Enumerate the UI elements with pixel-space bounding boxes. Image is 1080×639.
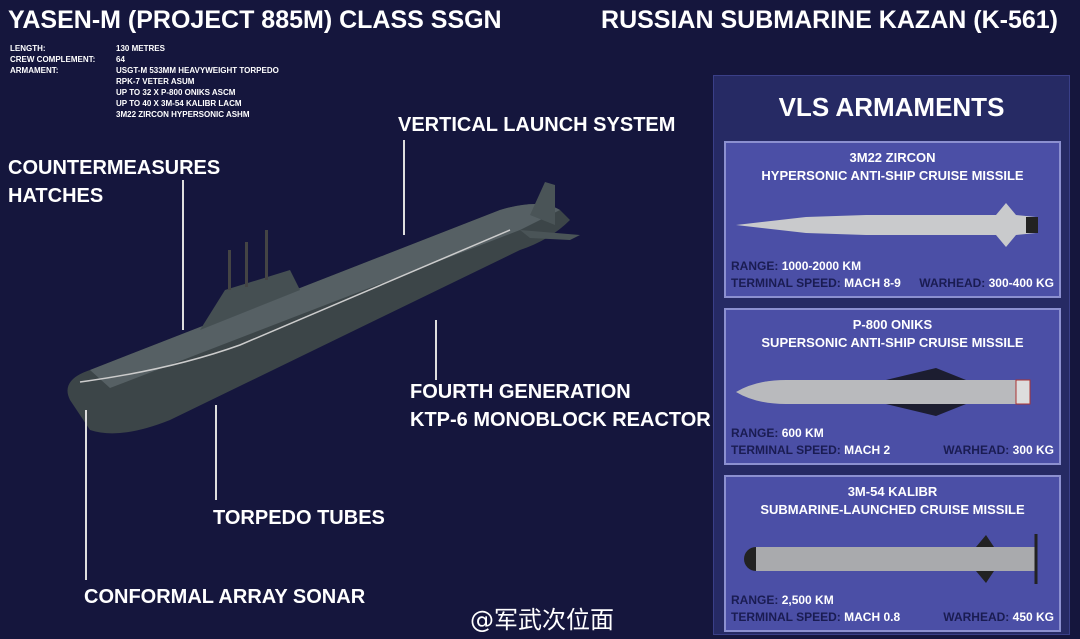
speed-label: TERMINAL SPEED: xyxy=(731,610,841,624)
range-value: 1000-2000 KM xyxy=(781,259,862,273)
missile-card: 3M-54 KALIBR SUBMARINE-LAUNCHED CRUISE MI… xyxy=(724,475,1061,632)
spec-row: LENGTH: 130 METRES xyxy=(10,43,279,54)
reactor-leader-line xyxy=(435,320,437,380)
torpedo-leader-line xyxy=(215,405,217,500)
missile-illustration xyxy=(736,368,1031,416)
spec-label: CREW COMPLEMENT: xyxy=(10,55,96,64)
missile-illustration xyxy=(744,534,1038,584)
spec-row: ARMAMENT: USGT-M 533MM HEAVYWEIGHT TORPED… xyxy=(10,65,279,76)
range-value: 2,500 KM xyxy=(781,593,834,607)
vls-armaments-panel: VLS ARMAMENTS 3M22 ZIRCON HYPERSONIC ANTI… xyxy=(713,75,1070,635)
range-label: RANGE: xyxy=(731,426,779,440)
watermark: @军武次位面 xyxy=(470,606,614,634)
callout-countermeasures-1: COUNTERMEASURES xyxy=(8,157,221,179)
spec-value: 3M22 ZIRCON HYPERSONIC ASHM xyxy=(116,110,250,119)
callout-reactor-2: KTP-6 MONOBLOCK REACTOR xyxy=(410,409,711,431)
callout-reactor-1: FOURTH GENERATION xyxy=(410,381,631,403)
spec-value: RPK-7 VETER ASUM xyxy=(116,77,195,86)
sonar-leader-line xyxy=(85,410,87,580)
spec-label: LENGTH: xyxy=(10,44,46,53)
countermeasures-leader-line xyxy=(182,180,184,330)
vls-leader-line xyxy=(403,140,405,235)
range-label: RANGE: xyxy=(731,259,779,273)
missile-type: HYPERSONIC ANTI-SHIP CRUISE MISSILE xyxy=(761,168,1024,183)
panel-title: VLS ARMAMENTS xyxy=(778,92,1005,122)
speed-label: TERMINAL SPEED: xyxy=(731,276,841,290)
warhead-label: WARHEAD: xyxy=(943,443,1010,457)
spec-row: CREW COMPLEMENT: 64 xyxy=(10,54,279,65)
spec-value: USGT-M 533MM HEAVYWEIGHT TORPEDO xyxy=(116,66,279,75)
spec-label xyxy=(10,98,116,109)
missile-type: SUPERSONIC ANTI-SHIP CRUISE MISSILE xyxy=(761,335,1024,350)
spec-label xyxy=(10,76,116,87)
callout-torpedo: TORPEDO TUBES xyxy=(213,507,385,529)
missile-name: 3M22 ZIRCON xyxy=(849,150,936,165)
speed-value: MACH 0.8 xyxy=(844,610,901,624)
spec-row: UP TO 32 X P-800 ONIKS ASCM xyxy=(10,87,279,98)
range-label: RANGE: xyxy=(731,593,779,607)
warhead-label: WARHEAD: xyxy=(943,610,1010,624)
spec-label: ARMAMENT: xyxy=(10,66,59,75)
spec-row: 3M22 ZIRCON HYPERSONIC ASHM xyxy=(10,109,279,120)
spec-row: UP TO 40 X 3M-54 KALIBR LACM xyxy=(10,98,279,109)
spec-label xyxy=(10,87,116,98)
callout-vls: VERTICAL LAUNCH SYSTEM xyxy=(398,114,676,136)
speed-value: MACH 8-9 xyxy=(844,276,901,290)
spec-label xyxy=(10,109,116,120)
callout-sonar: CONFORMAL ARRAY SONAR xyxy=(84,586,366,608)
missile-card: 3M22 ZIRCON HYPERSONIC ANTI-SHIP CRUISE M… xyxy=(724,141,1061,298)
speed-label: TERMINAL SPEED: xyxy=(731,443,841,457)
missile-name: 3M-54 KALIBR xyxy=(847,484,938,499)
range-value: 600 KM xyxy=(781,426,824,440)
speed-value: MACH 2 xyxy=(844,443,891,457)
title-left: YASEN-M (PROJECT 885M) CLASS SSGN xyxy=(8,6,502,34)
callout-countermeasures-2: HATCHES xyxy=(8,185,104,207)
spec-value: 130 METRES xyxy=(116,44,165,53)
missile-type: SUBMARINE-LAUNCHED CRUISE MISSILE xyxy=(760,502,1025,517)
warhead-value: 300 KG xyxy=(1012,443,1054,457)
spec-value: UP TO 32 X P-800 ONIKS ASCM xyxy=(116,88,236,97)
submarine-illustration xyxy=(67,182,580,434)
warhead-value: 450 KG xyxy=(1012,610,1054,624)
title-right: RUSSIAN SUBMARINE KAZAN (K-561) xyxy=(601,6,1058,34)
warhead-label: WARHEAD: xyxy=(919,276,986,290)
missile-name: P-800 ONIKS xyxy=(852,317,933,332)
missile-card: P-800 ONIKS SUPERSONIC ANTI-SHIP CRUISE M… xyxy=(724,308,1061,465)
spec-value: 64 xyxy=(116,55,125,64)
missile-illustration xyxy=(736,203,1038,247)
spec-value: UP TO 40 X 3M-54 KALIBR LACM xyxy=(116,99,242,108)
spec-row: RPK-7 VETER ASUM xyxy=(10,76,279,87)
warhead-value: 300-400 KG xyxy=(988,276,1054,290)
